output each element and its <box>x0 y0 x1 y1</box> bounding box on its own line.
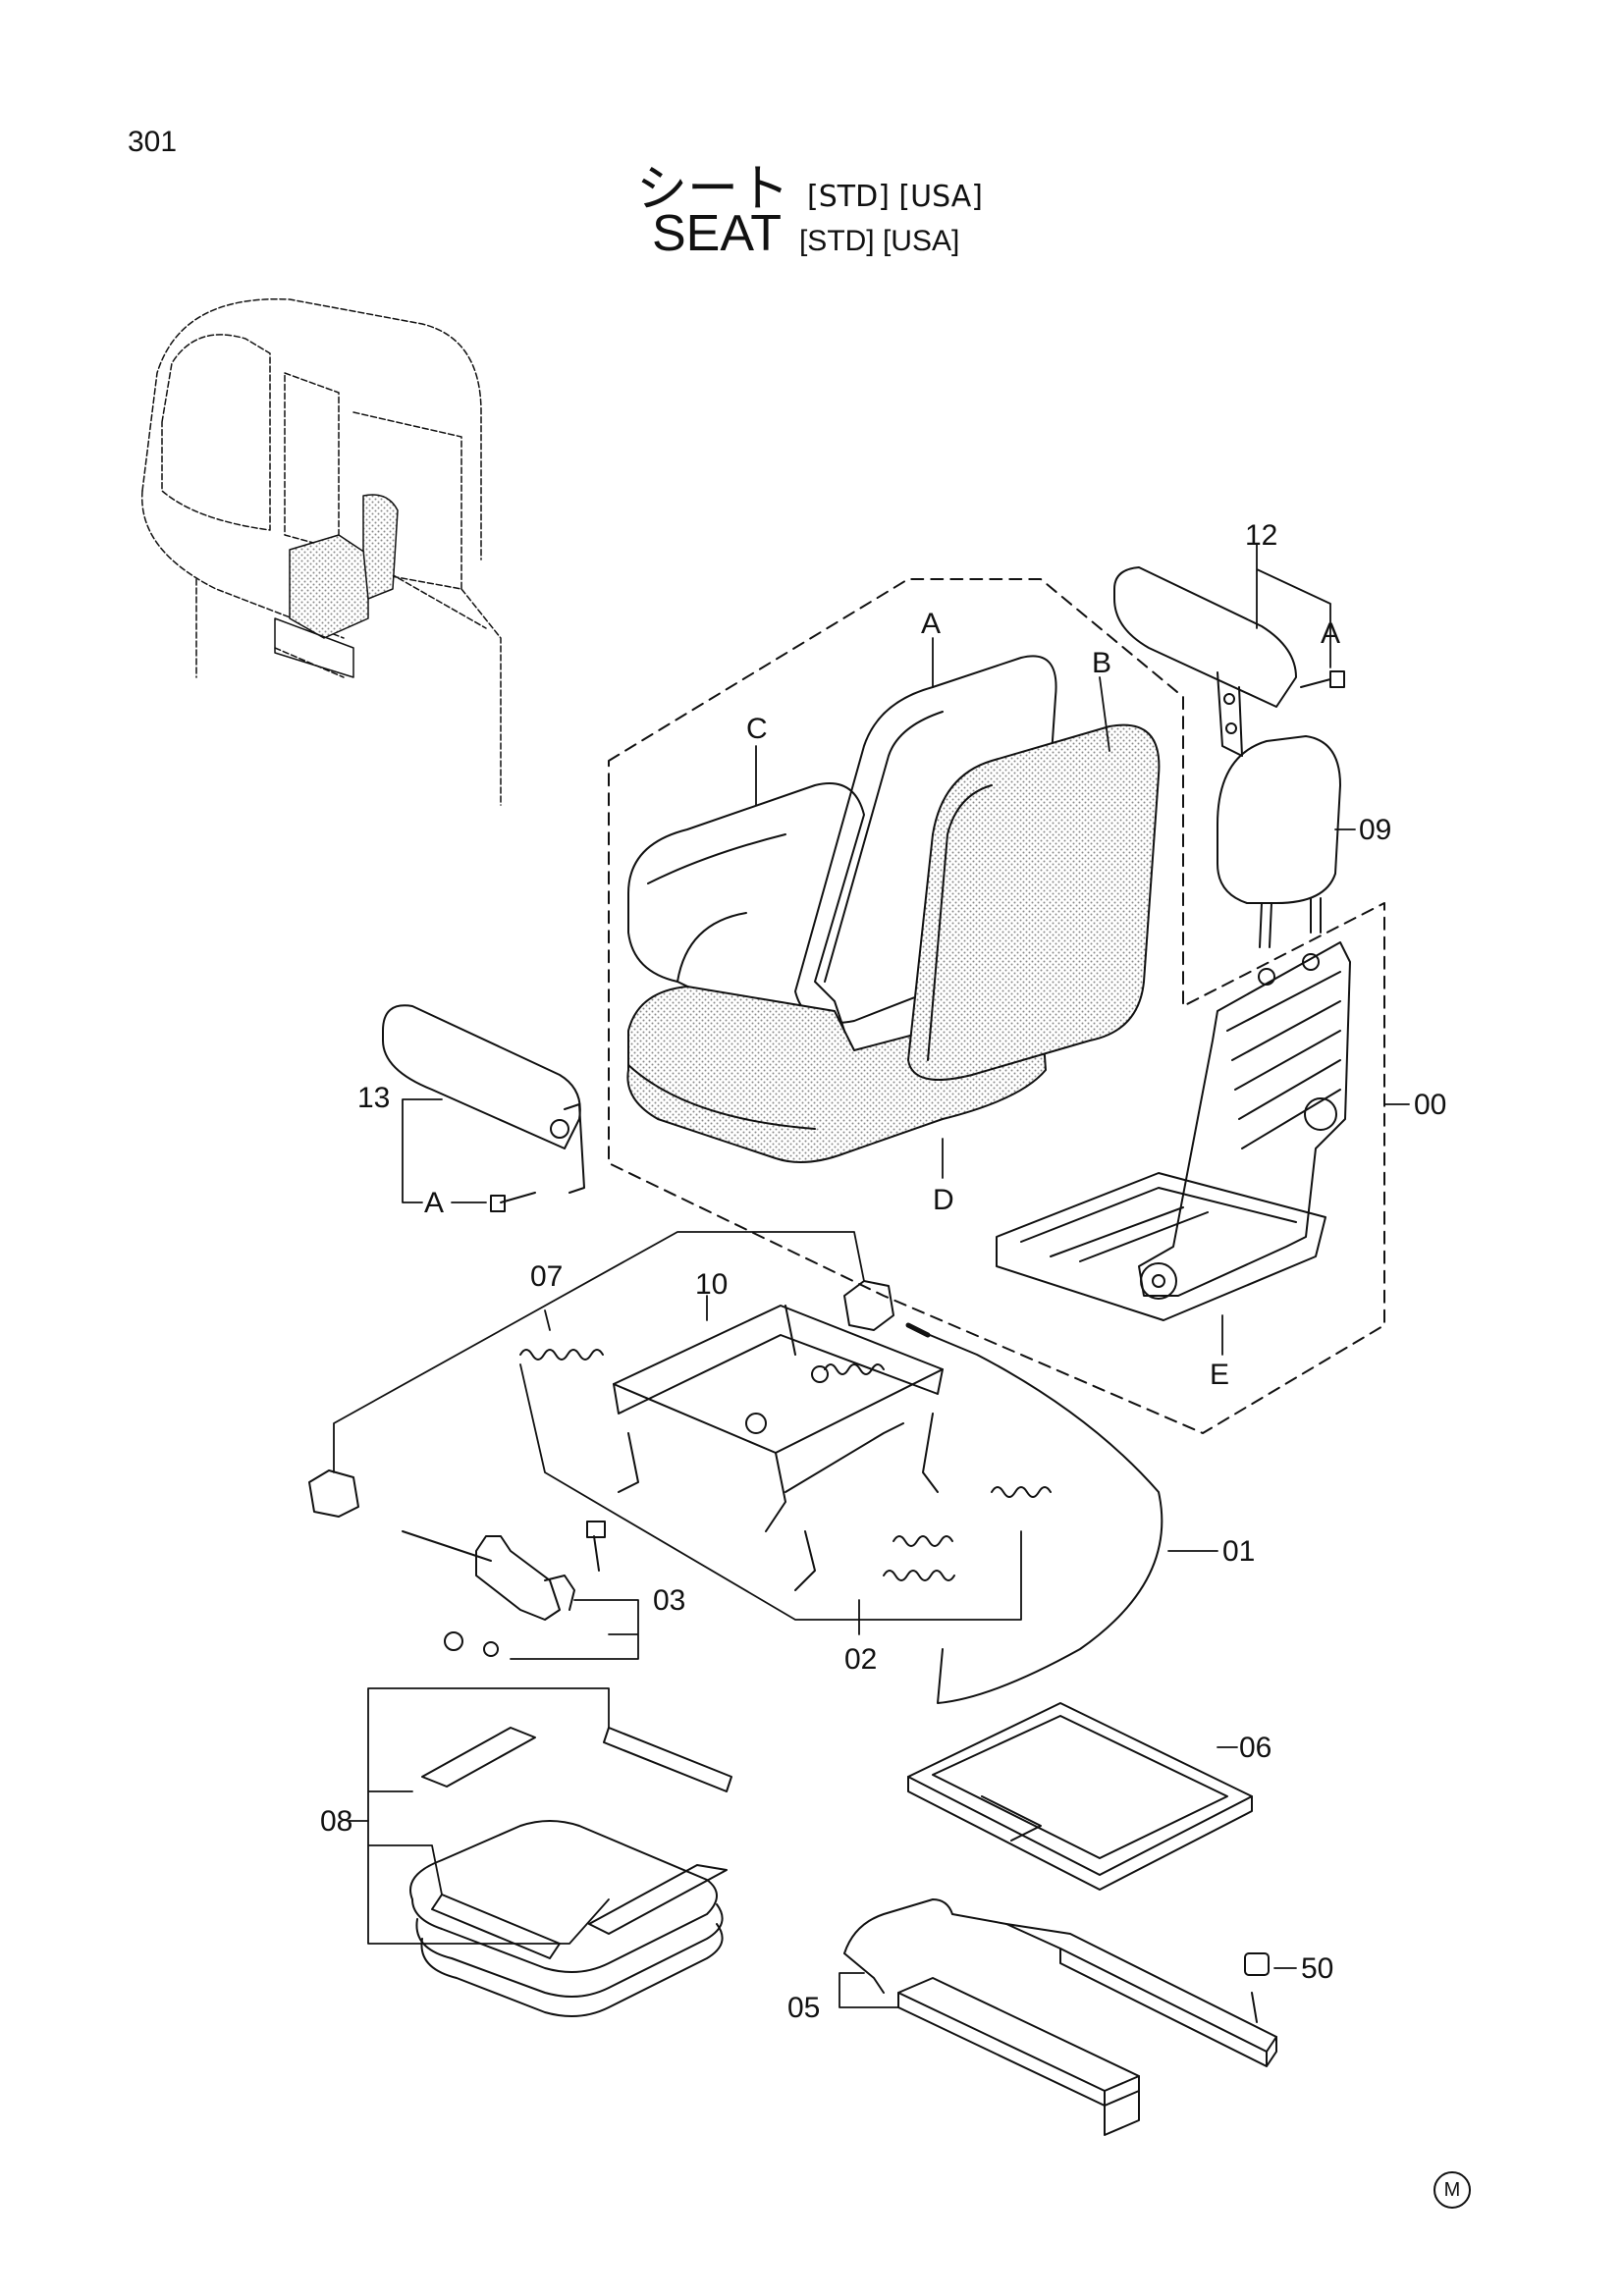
back-cover-b <box>907 723 1161 1081</box>
callout-50: 50 <box>1301 1952 1333 1985</box>
title-japanese: シート [STD] [USA] <box>636 147 983 221</box>
callout-12: 12 <box>1245 519 1277 552</box>
back-cover-seam <box>927 784 993 1061</box>
title-jp-text: シート <box>636 160 790 219</box>
armrest-12-bracket <box>1217 671 1243 757</box>
callout-06: 06 <box>1239 1732 1271 1764</box>
seat-assembly-boundary <box>608 578 1385 1434</box>
spring-02-b <box>824 1363 885 1375</box>
callout-09: 09 <box>1359 814 1391 846</box>
title-english: SEAT [STD] [USA] <box>652 204 959 263</box>
seat-frame-00 <box>996 941 1351 1321</box>
callout-b: B <box>1092 647 1111 679</box>
callout-13: 13 <box>357 1082 390 1114</box>
callout-d: D <box>933 1184 954 1216</box>
cab-seat-thumbnail <box>274 494 399 678</box>
callout-02: 02 <box>844 1643 877 1676</box>
bolt-a-left <box>500 1192 536 1203</box>
callout-a-backrest: A <box>921 608 941 640</box>
title-en-text: SEAT <box>652 205 782 262</box>
bolt-a-right <box>1300 678 1331 688</box>
spring-02-d <box>893 1535 953 1547</box>
callout-a-armrest-right: A <box>1321 617 1340 650</box>
callout-00: 00 <box>1414 1089 1446 1121</box>
callout-08: 08 <box>320 1805 352 1838</box>
cushion-seam <box>647 833 786 884</box>
page-number: 301 <box>128 126 178 158</box>
spring-02-e <box>883 1570 955 1581</box>
spring-02-a <box>519 1349 604 1361</box>
backrest-seam <box>824 711 944 983</box>
cover-d-seam <box>627 1064 816 1130</box>
release-cable-01 <box>917 1329 1163 1704</box>
headrest-posts <box>1259 897 1322 948</box>
callout-05: 05 <box>787 1992 820 2024</box>
armrest-13-pivot <box>550 1119 569 1139</box>
cushion-edge <box>676 912 747 983</box>
bolt-kit-03 <box>402 1521 606 1657</box>
armrest-right-12 <box>1113 566 1297 708</box>
cable-end <box>905 1322 931 1338</box>
callout-e: E <box>1210 1359 1229 1391</box>
slide-rails-05 <box>843 1898 1277 2136</box>
footer-m-mark: M <box>1434 2171 1471 2209</box>
armrest-left-13 <box>382 1004 581 1149</box>
bolt-a-left-head <box>490 1195 506 1212</box>
bracket-hole <box>1225 722 1237 734</box>
rail-set-08 <box>409 1727 732 2017</box>
callout-a-armrest-left: A <box>424 1187 444 1219</box>
callout-01: 01 <box>1222 1535 1255 1568</box>
bolt-a-right-head <box>1329 670 1345 688</box>
leader-lines <box>333 544 1410 2008</box>
title-en-suffix: [STD] [USA] <box>798 225 960 257</box>
spring-02-c <box>991 1486 1052 1498</box>
latch-07-lower <box>308 1469 359 1518</box>
callout-c: C <box>746 713 768 745</box>
callout-10: 10 <box>695 1268 728 1301</box>
base-plate-06 <box>907 1702 1253 1891</box>
headrest-09 <box>1217 735 1341 904</box>
bracket-hole <box>1223 693 1235 705</box>
callout-03: 03 <box>653 1584 685 1617</box>
seat-cushion-c <box>627 782 865 1032</box>
callout-07: 07 <box>530 1260 563 1293</box>
armrest-13-bracket <box>564 1103 585 1194</box>
title-jp-suffix: [STD] [USA] <box>807 180 983 214</box>
callout-labels: 12 A A B C 09 13 A 00 D 07 10 E 01 03 02… <box>320 519 1446 2024</box>
suspension-linkage-10 <box>613 1305 944 1591</box>
